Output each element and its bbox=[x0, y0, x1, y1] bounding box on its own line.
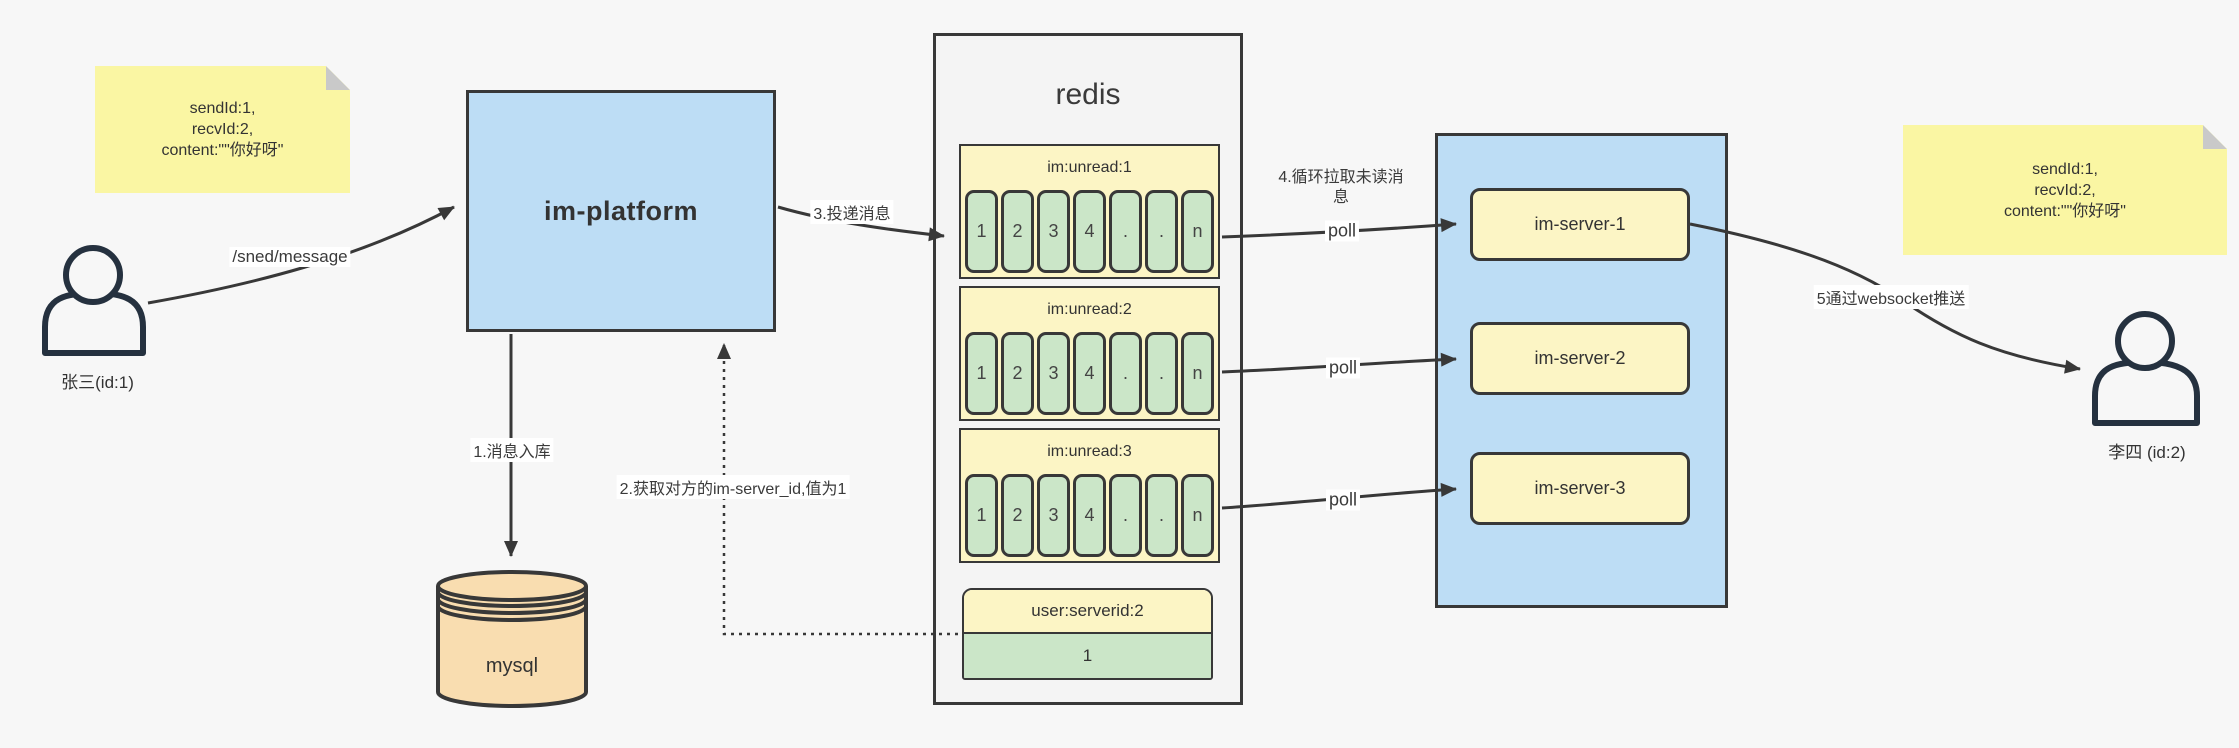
queue-name: im:unread:3 bbox=[1047, 443, 1132, 460]
queue-cell: 2 bbox=[1001, 332, 1034, 415]
queue-cell: 1 bbox=[965, 474, 998, 557]
edge-label-poll-2: poll bbox=[1325, 357, 1361, 379]
redis-queue-1: im:unread:1 1 2 3 4 . . n bbox=[959, 144, 1220, 279]
im-platform-label: im-platform bbox=[544, 195, 698, 226]
queue-cell: n bbox=[1181, 474, 1214, 557]
actor-sender-label: 张三(id:1) bbox=[61, 373, 134, 392]
im-server-1-node: im-server-1 bbox=[1470, 188, 1690, 261]
sticky-note-left: sendId:1, recvId:2, content:""你好呀" bbox=[95, 66, 350, 193]
im-platform-node: im-platform bbox=[466, 90, 776, 332]
queue-cell: 3 bbox=[1037, 474, 1070, 557]
queue-cell: . bbox=[1145, 190, 1178, 273]
kv-key: user:serverid:2 bbox=[964, 590, 1211, 634]
note-line: sendId:1, bbox=[2032, 160, 2098, 178]
queue-cell: n bbox=[1181, 190, 1214, 273]
redis-queue-3: im:unread:3 1 2 3 4 . . n bbox=[959, 428, 1220, 563]
edge-label-step2: 2.获取对方的im-server_id,值为1 bbox=[616, 475, 850, 499]
im-server-2-node: im-server-2 bbox=[1470, 322, 1690, 395]
queue-cell: 4 bbox=[1073, 332, 1106, 415]
note-line: sendId:1, bbox=[189, 100, 256, 117]
queue-name: im:unread:2 bbox=[1047, 301, 1132, 318]
edge-label-poll-3: poll bbox=[1325, 489, 1361, 511]
mysql-label: mysql bbox=[486, 655, 538, 677]
im-server-1-label: im-server-1 bbox=[1534, 214, 1626, 234]
note-line: recvId:2, bbox=[2034, 181, 2096, 199]
edge-label-step3: 3.投递消息 bbox=[810, 200, 894, 224]
note-line: content:""你好呀" bbox=[2004, 202, 2126, 220]
edge-label-send: /sned/message bbox=[229, 247, 351, 267]
edge-label-step4: 4.循环拉取未读消息 bbox=[1278, 169, 1404, 206]
queue-cells: 1 2 3 4 . . n bbox=[961, 474, 1218, 561]
mysql-database-icon: mysql bbox=[436, 570, 588, 708]
note-fold-icon bbox=[2203, 125, 2227, 149]
queue-cell: 4 bbox=[1073, 190, 1106, 273]
im-server-3-node: im-server-3 bbox=[1470, 452, 1690, 525]
queue-cell: 3 bbox=[1037, 190, 1070, 273]
queue-cell: 1 bbox=[965, 190, 998, 273]
queue-cell: . bbox=[1109, 190, 1142, 273]
queue-cell: 4 bbox=[1073, 474, 1106, 557]
edge-label-poll-1: poll bbox=[1324, 220, 1360, 242]
redis-title: redis bbox=[1055, 78, 1121, 111]
queue-cell: 1 bbox=[965, 332, 998, 415]
kv-value: 1 bbox=[964, 634, 1211, 678]
person-icon bbox=[2092, 311, 2200, 426]
queue-cell: n bbox=[1181, 332, 1214, 415]
edge-label-step1: 1.消息入库 bbox=[470, 438, 554, 462]
person-icon bbox=[42, 245, 146, 356]
queue-cells: 1 2 3 4 . . n bbox=[961, 190, 1218, 277]
actor-receiver-label: 李四 (id:2) bbox=[2108, 443, 2186, 462]
im-server-2-label: im-server-2 bbox=[1534, 348, 1626, 368]
queue-name: im:unread:1 bbox=[1047, 159, 1132, 176]
queue-cell: . bbox=[1145, 332, 1178, 415]
queue-cell: 3 bbox=[1037, 332, 1070, 415]
note-line: recvId:2, bbox=[191, 121, 254, 138]
note-line: content:""你好呀" bbox=[161, 142, 284, 159]
redis-kv-user-serverid: user:serverid:2 1 bbox=[962, 588, 1213, 680]
queue-cell: 2 bbox=[1001, 190, 1034, 273]
sticky-note-right: sendId:1, recvId:2, content:""你好呀" bbox=[1903, 125, 2227, 255]
queue-cell: . bbox=[1109, 332, 1142, 415]
edge-label-step5: 5通过websocket推送 bbox=[1813, 285, 1969, 309]
queue-cell: . bbox=[1145, 474, 1178, 557]
queue-cell: 2 bbox=[1001, 474, 1034, 557]
im-server-3-label: im-server-3 bbox=[1534, 478, 1626, 498]
queue-cells: 1 2 3 4 . . n bbox=[961, 332, 1218, 419]
queue-cell: . bbox=[1109, 474, 1142, 557]
note-fold-icon bbox=[326, 66, 350, 90]
redis-queue-2: im:unread:2 1 2 3 4 . . n bbox=[959, 286, 1220, 421]
